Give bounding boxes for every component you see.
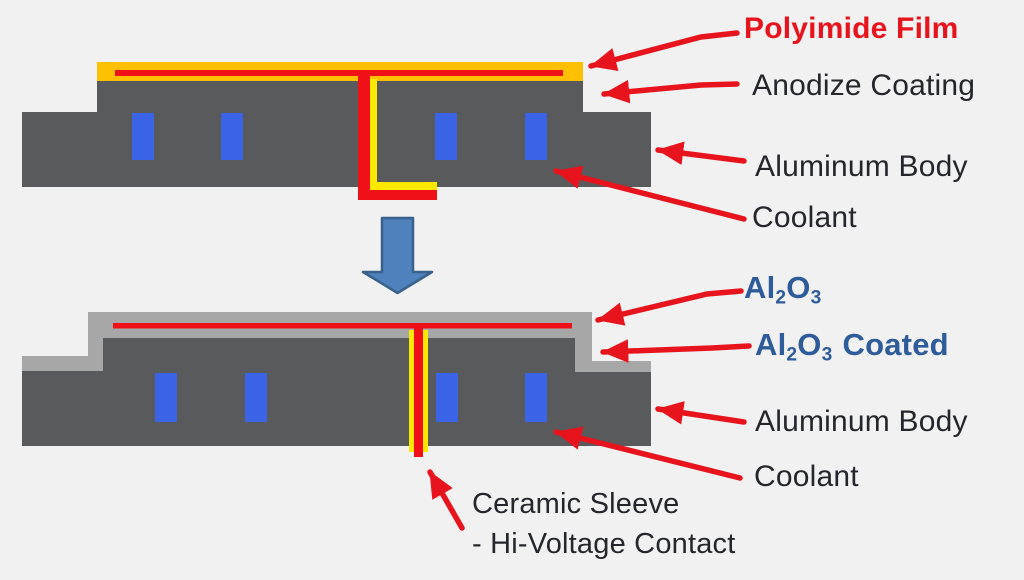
bottom-al2o3-coating-right-shelf	[575, 361, 651, 372]
bottom-al2o3-coating-right-step	[575, 338, 592, 362]
bottom-al2o3-coating-left-shelf	[22, 356, 103, 371]
al2o3-sub2: 3	[810, 287, 822, 309]
top-contact-red-vertical	[358, 70, 370, 200]
al2o3c-sub1: 2	[786, 344, 798, 366]
label-aluminum-body-top: Aluminum Body	[755, 150, 968, 183]
bottom-coolant-channel-1	[155, 373, 177, 422]
label-hi-voltage-contact: - Hi-Voltage Contact	[472, 528, 736, 560]
al2o3-base1: Al	[744, 270, 776, 305]
label-polyimide-film: Polyimide Film	[744, 12, 959, 45]
arrow-anodize-coating	[601, 79, 740, 104]
label-aluminum-body-bottom: Aluminum Body	[755, 405, 968, 438]
al2o3-base2: O	[786, 270, 811, 305]
label-ceramic-sleeve: Ceramic Sleeve	[472, 488, 680, 520]
top-sleeve-yellow-foot	[370, 182, 437, 190]
label-coolant-top: Coolant	[752, 201, 857, 234]
bottom-coolant-channel-3	[436, 373, 458, 422]
al2o3c-suffix: Coated	[842, 327, 949, 362]
top-contact-red-foot	[358, 190, 437, 200]
label-al2o3-coated: Al2O3 Coated	[755, 327, 949, 366]
arrow-ceramic-sleeve	[427, 469, 465, 531]
arrow-aluminum-body-top	[655, 141, 747, 165]
arrow-aluminum-body-bottom	[655, 401, 747, 425]
top-red-trace	[115, 70, 563, 76]
arrow-coolant-bottom	[553, 426, 743, 481]
top-coolant-channel-4	[525, 113, 547, 160]
top-coolant-channel-1	[132, 113, 154, 160]
arrow-coolant-top	[553, 165, 747, 222]
arrow-al2o3	[595, 288, 744, 326]
label-coolant-bottom: Coolant	[754, 460, 859, 493]
top-aluminum-upper-block	[97, 81, 583, 112]
label-al2o3: Al2O3	[744, 270, 822, 309]
al2o3-sub1: 2	[775, 287, 787, 309]
top-sleeve-yellow-vertical	[370, 79, 377, 190]
bottom-coolant-channel-4	[525, 373, 547, 422]
bottom-coolant-channel-2	[245, 373, 267, 422]
top-aluminum-base-block	[22, 112, 651, 187]
top-coolant-channel-2	[221, 113, 243, 160]
bottom-aluminum-upper-block	[100, 338, 575, 371]
al2o3c-base2: O	[797, 327, 822, 362]
arrow-polyimide-film	[588, 30, 740, 71]
bottom-contact-red-vertical	[414, 323, 423, 457]
al2o3c-sub2: 3	[821, 344, 833, 366]
arrow-al2o3-coated	[600, 339, 752, 363]
al2o3c-base1: Al	[755, 327, 787, 362]
label-anodize-coating: Anodize Coating	[752, 69, 976, 102]
bottom-red-trace	[113, 323, 572, 329]
transition-down-arrow	[361, 216, 434, 295]
top-coolant-channel-3	[435, 113, 457, 160]
